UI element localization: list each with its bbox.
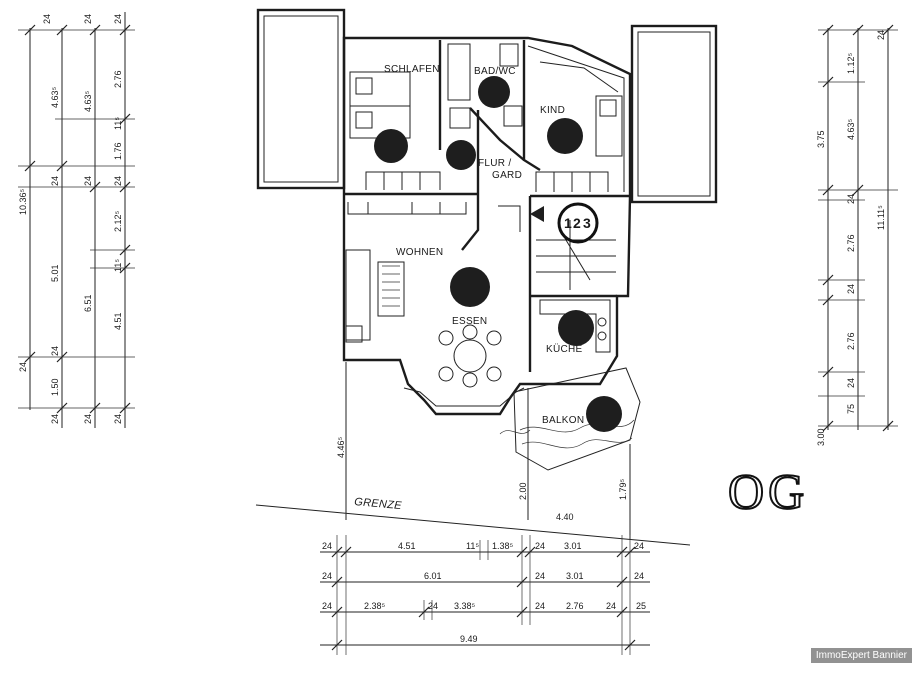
left-dim-24: 24	[113, 14, 123, 24]
bottom-dim: 3.01	[564, 541, 582, 551]
left-dim-f: 2.76	[113, 70, 123, 88]
bottom-dim: 2.76	[566, 601, 584, 611]
bottom-dimension-chains: 24 4.51 11⁵ 1.38⁵ 24 3.01 24 24 6.01 24 …	[320, 535, 650, 655]
right-dim-i: 4.63⁵	[846, 118, 856, 140]
bottom-dim: 24	[428, 601, 438, 611]
bottom-dim-total: 9.49	[460, 634, 478, 644]
room-label-essen: ESSEN	[452, 316, 487, 327]
dim-440: 4.40	[556, 512, 574, 522]
floor-label: OG	[727, 462, 808, 520]
left-dim-24: 24	[113, 414, 123, 424]
right-dimension-chains: 1.12⁵ 3.75 24 2.76 24 2.76 24 75 4.63⁵ 1…	[816, 24, 898, 432]
bottom-dim: 3.38⁵	[454, 601, 476, 611]
marker-circle	[558, 310, 594, 346]
left-dim-c: 1.50	[50, 378, 60, 396]
room-label-kind: KIND	[540, 105, 565, 116]
left-dim-g: 11⁵	[113, 117, 123, 130]
left-dim-a: 4.63⁵	[50, 86, 60, 108]
bottom-dim: 25	[636, 601, 646, 611]
bottom-dim: 24	[634, 571, 644, 581]
bottom-dim: 2.38⁵	[364, 601, 386, 611]
left-dimension-chains: 10.36⁵ 4.63⁵ 5.01 1.50 4.63⁵ 6.51 2.76 1…	[18, 12, 135, 428]
boundary-label: GRENZE	[354, 496, 403, 512]
marker-label-3: 3	[583, 215, 591, 231]
marker-circle	[446, 140, 476, 170]
left-dim-i: 2.12⁵	[113, 210, 123, 232]
room-label-kueche: KÜCHE	[546, 343, 583, 355]
position-markers: 1 2 3	[374, 76, 622, 432]
right-dim-g: 24	[846, 378, 856, 388]
left-dim-e: 6.51	[83, 294, 93, 312]
marker-label-2: 2	[573, 215, 581, 231]
bottom-dim: 24	[535, 571, 545, 581]
marker-circle	[547, 118, 583, 154]
bottom-dim: 24	[322, 601, 332, 611]
left-dim-d: 4.63⁵	[83, 90, 93, 112]
room-labels: SCHLAFEN BAD/WC KIND FLUR / GARD WOHNEN …	[384, 64, 584, 426]
left-dim-24: 24	[18, 362, 28, 372]
right-dim-d: 2.76	[846, 234, 856, 252]
left-dim-24: 24	[83, 176, 93, 186]
right-dim-e: 24	[846, 284, 856, 294]
bottom-dim: 24	[322, 571, 332, 581]
left-dim-h: 1.76	[113, 142, 123, 160]
room-label-gard: GARD	[492, 170, 522, 181]
room-label-balkon: BALKON	[542, 415, 584, 426]
right-dim-b: 3.75	[816, 130, 826, 148]
left-dim-24: 24	[50, 346, 60, 356]
misc-dimensions: 4.46⁵ 2.00 4.40 1.79⁵ 3.00 GRENZE	[336, 428, 826, 522]
left-dim-24: 24	[50, 176, 60, 186]
bottom-dim: 24	[535, 601, 545, 611]
bottom-dim: 24	[606, 601, 616, 611]
marker-circle	[478, 76, 510, 108]
marker-circle	[586, 396, 622, 432]
building-outline	[255, 8, 718, 546]
room-label-schlafen: SCHLAFEN	[384, 64, 440, 75]
left-dim-24: 24	[50, 414, 60, 424]
right-dim-f: 2.76	[846, 332, 856, 350]
left-dim-24: 24	[83, 14, 93, 24]
dim-300: 3.00	[816, 428, 826, 446]
watermark: ImmoExpert Bannier	[810, 648, 912, 663]
left-dim-k: 4.51	[113, 312, 123, 330]
bottom-dim: 24	[535, 541, 545, 551]
left-dim-24: 24	[113, 176, 123, 186]
bottom-dim: 1.38⁵	[492, 541, 514, 551]
dim-4465: 4.46⁵	[336, 436, 346, 458]
bottom-dim: 3.01	[566, 571, 584, 581]
marker-circle	[374, 129, 408, 163]
marker-circle-123	[557, 202, 599, 244]
left-dim-j: 11⁵	[113, 259, 123, 272]
marker-circle	[450, 267, 490, 307]
right-dim-a: 1.12⁵	[846, 52, 856, 74]
bottom-dim: 4.51	[398, 541, 416, 551]
left-dim-24: 24	[42, 14, 52, 24]
dim-1795: 1.79⁵	[618, 478, 628, 500]
bottom-dim: 24	[322, 541, 332, 551]
left-dim-24: 24	[83, 414, 93, 424]
right-dim-h: 75	[846, 404, 856, 414]
room-label-bad-wc: BAD/WC	[474, 66, 516, 77]
floor-label-text: OG	[728, 463, 808, 519]
left-dim-b: 5.01	[50, 264, 60, 282]
bottom-dim: 24	[634, 541, 644, 551]
room-label-wohnen: WOHNEN	[396, 247, 443, 258]
right-dim-k: 24	[876, 30, 886, 40]
room-label-flur: FLUR /	[478, 158, 511, 169]
dim-200: 2.00	[518, 482, 528, 500]
right-dim-j: 11.11⁵	[876, 205, 886, 230]
bottom-dim: 11⁵	[466, 541, 479, 551]
left-dim-total: 10.36⁵	[18, 188, 28, 215]
right-dim-c: 24	[846, 194, 856, 204]
marker-label-1: 1	[564, 215, 572, 231]
bottom-dim: 6.01	[424, 571, 442, 581]
